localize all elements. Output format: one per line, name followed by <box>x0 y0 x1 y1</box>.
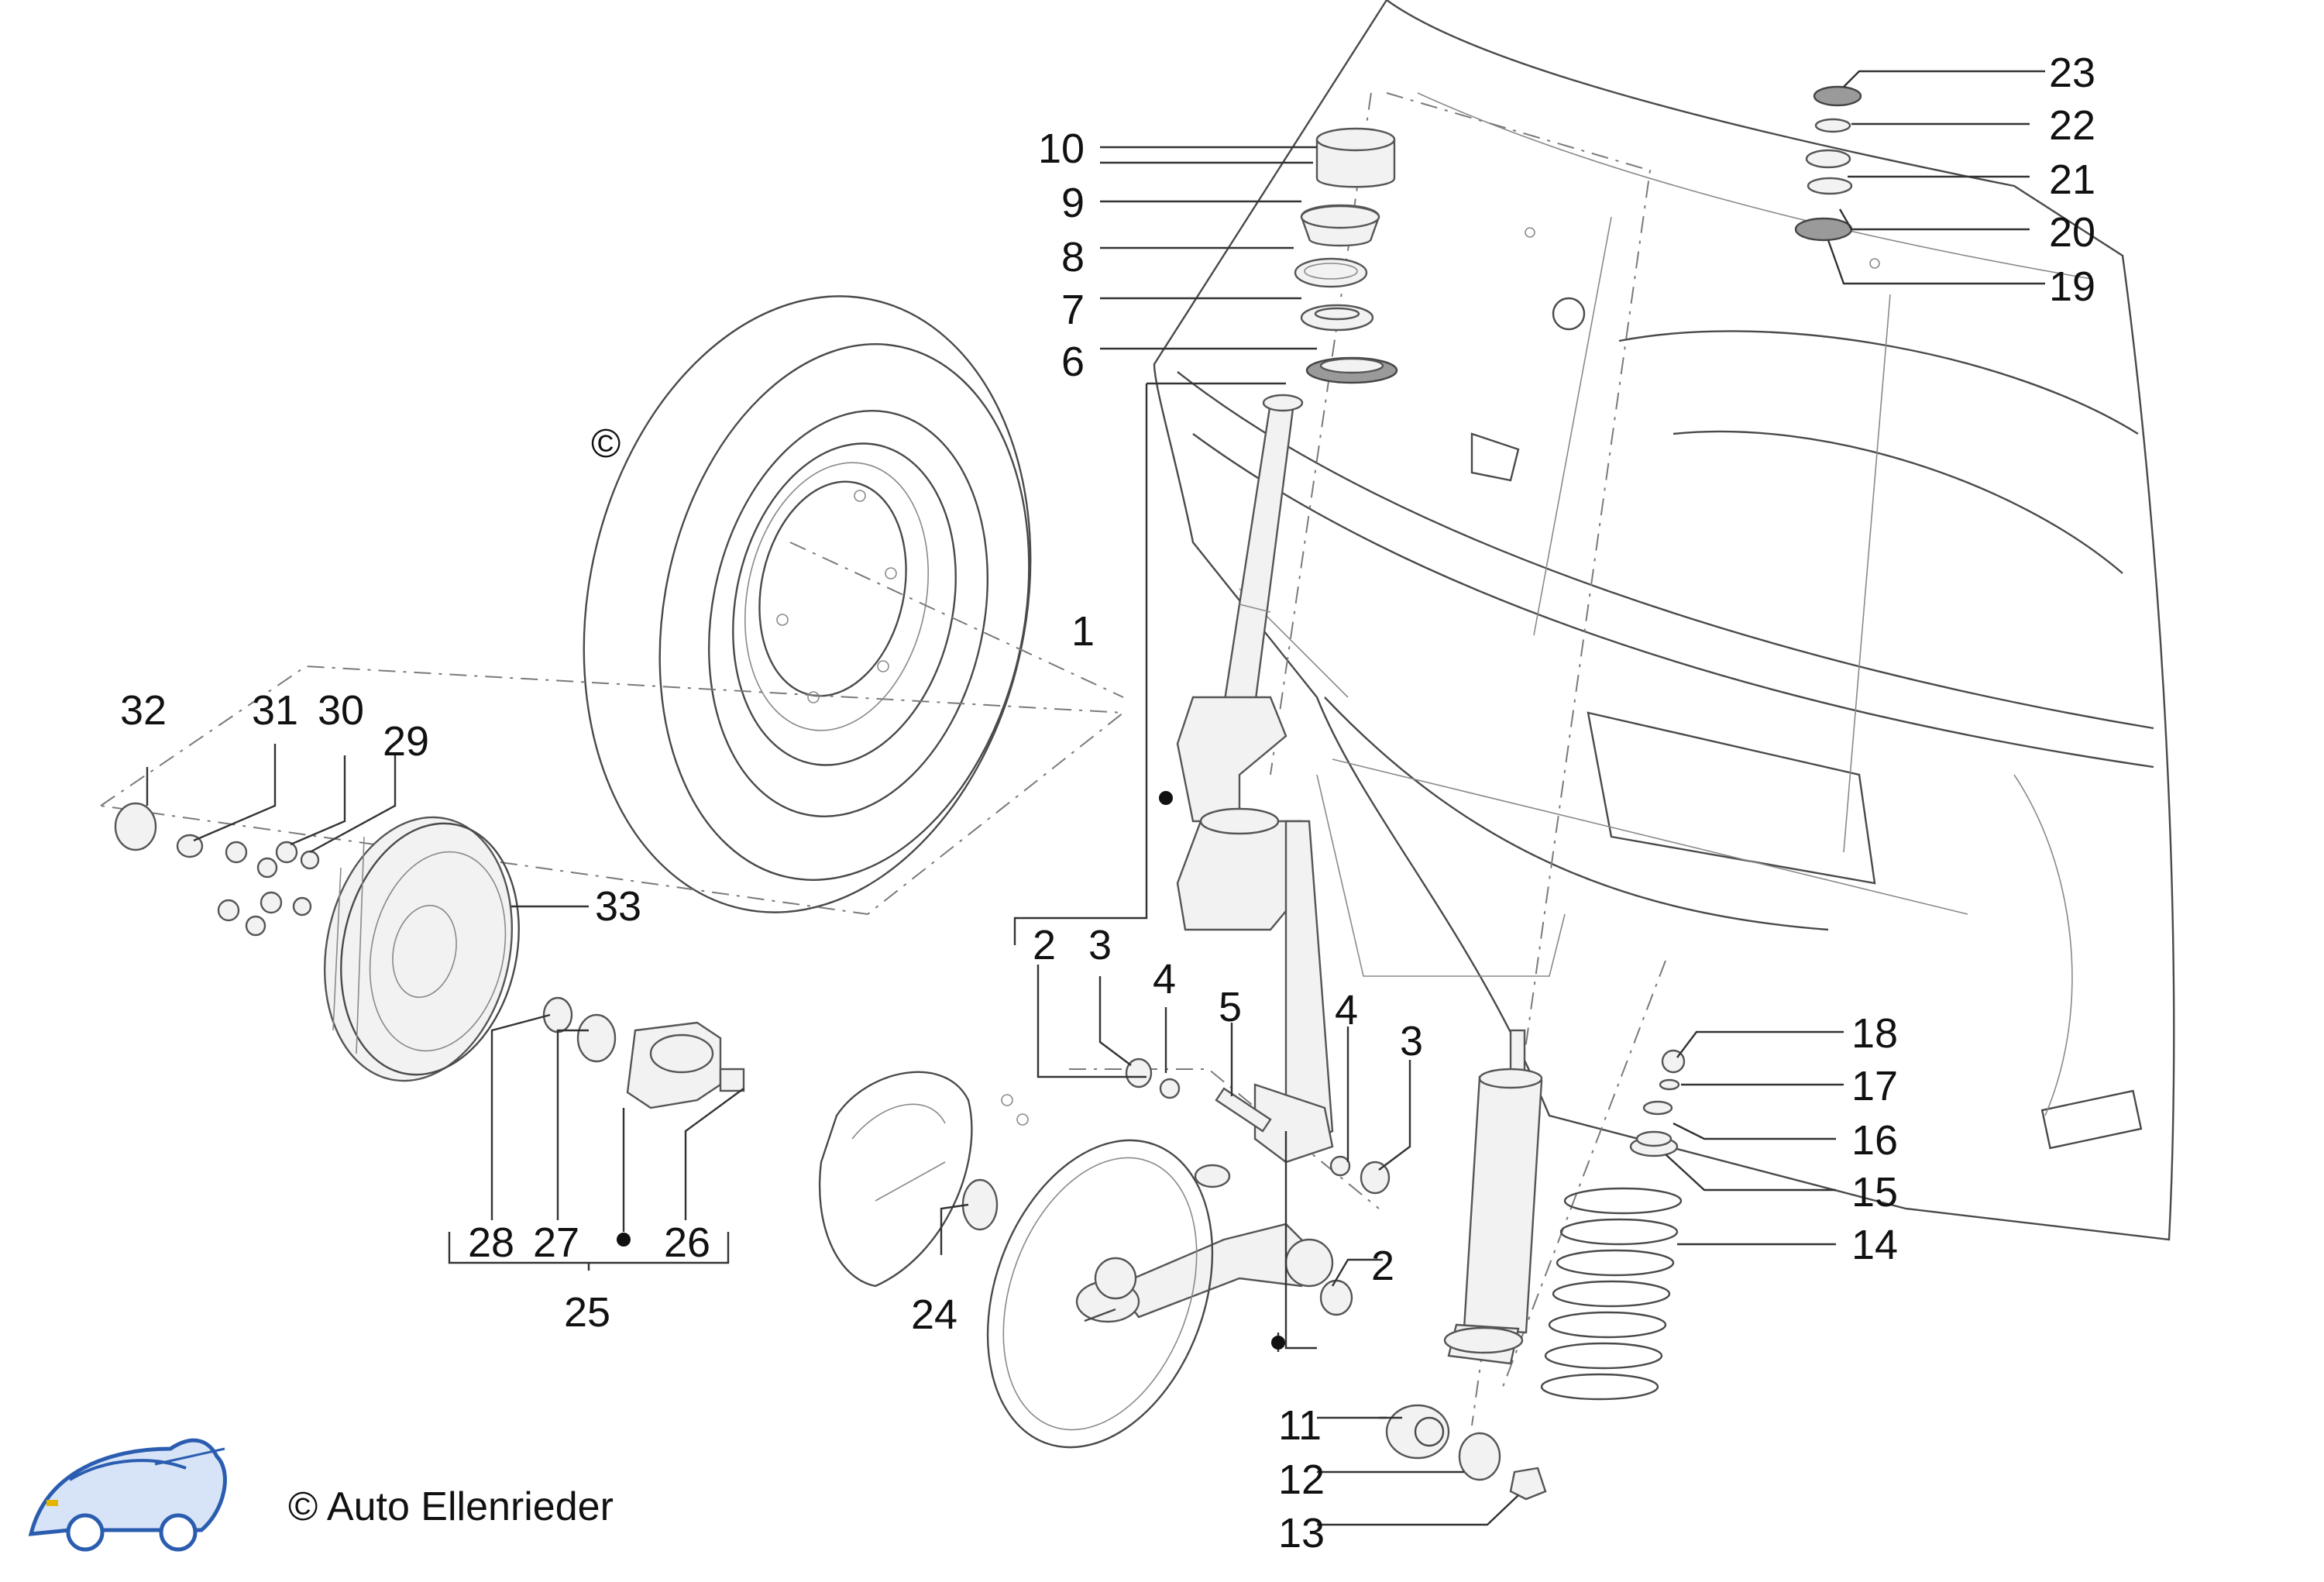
headset-bearings <box>1294 127 1398 384</box>
callout-10: 10 <box>1038 126 1085 172</box>
callout-3: 3 <box>1400 1018 1423 1064</box>
callout-29: 29 <box>383 718 429 765</box>
front-fork <box>1176 394 1334 1164</box>
callout-labels: 1 2 2 3 3 4 4 5 6 7 8 9 10 11 12 13 14 1… <box>120 50 2095 1556</box>
callout-2: 2 <box>1371 1243 1394 1289</box>
callout-25: 25 <box>564 1289 610 1336</box>
callout-2: 2 <box>1033 922 1056 968</box>
reference-dot <box>1271 1336 1285 1350</box>
suspension-pin-plane <box>1069 1068 1380 1209</box>
callout-24: 24 <box>911 1291 957 1338</box>
leader-lines <box>146 70 2045 1526</box>
callout-4: 4 <box>1335 987 1358 1033</box>
callout-33: 33 <box>595 883 641 930</box>
wheel-hub <box>114 802 999 1231</box>
reference-dot <box>617 1233 631 1247</box>
callout-3: 3 <box>1088 922 1112 968</box>
spring-axis-line <box>1502 960 1666 1388</box>
callout-12: 12 <box>1278 1456 1325 1503</box>
callout-26: 26 <box>664 1219 710 1266</box>
brake-drum <box>323 816 520 1082</box>
callout-20: 20 <box>2049 209 2095 256</box>
callout-9: 9 <box>1061 180 1085 226</box>
callout-17: 17 <box>1851 1063 1898 1109</box>
wheel-copyright-mark: © <box>591 421 621 466</box>
callout-19: 19 <box>2049 263 2095 310</box>
callout-6: 6 <box>1061 339 1085 385</box>
callout-8: 8 <box>1061 234 1085 280</box>
callout-7: 7 <box>1061 287 1085 333</box>
pivot-pin-set <box>1125 1058 1391 1316</box>
callout-32: 32 <box>120 687 167 734</box>
hub-assembly-plane <box>98 665 1126 916</box>
callout-5: 5 <box>1219 984 1242 1030</box>
callout-27: 27 <box>533 1219 579 1266</box>
coil-spring <box>1540 1049 1686 1401</box>
callout-16: 16 <box>1851 1117 1898 1164</box>
callout-21: 21 <box>2049 156 2095 203</box>
headset-axis-line <box>1386 92 1652 1426</box>
callout-18: 18 <box>1851 1010 1898 1057</box>
wheel-rim-tire <box>583 295 1124 913</box>
car-logo-icon <box>28 1438 227 1552</box>
callout-14: 14 <box>1851 1222 1898 1268</box>
callout-23: 23 <box>2049 50 2095 96</box>
callout-4: 4 <box>1153 956 1176 1003</box>
footer-copyright: © Auto Ellenrieder <box>288 1484 614 1529</box>
callout-1: 1 <box>1071 608 1095 655</box>
brake-backing-plate <box>986 1139 1214 1449</box>
callout-28: 28 <box>468 1219 514 1266</box>
upper-headset-stack <box>1794 85 1862 242</box>
brake-shoes <box>818 1071 1029 1288</box>
callout-13: 13 <box>1278 1510 1325 1556</box>
callout-31: 31 <box>252 687 298 734</box>
callout-15: 15 <box>1851 1169 1898 1216</box>
callout-11: 11 <box>1278 1402 1322 1449</box>
callout-22: 22 <box>2049 102 2095 149</box>
shock-absorber <box>1385 1029 1547 1501</box>
reference-dot <box>1159 791 1173 805</box>
callout-30: 30 <box>318 687 364 734</box>
